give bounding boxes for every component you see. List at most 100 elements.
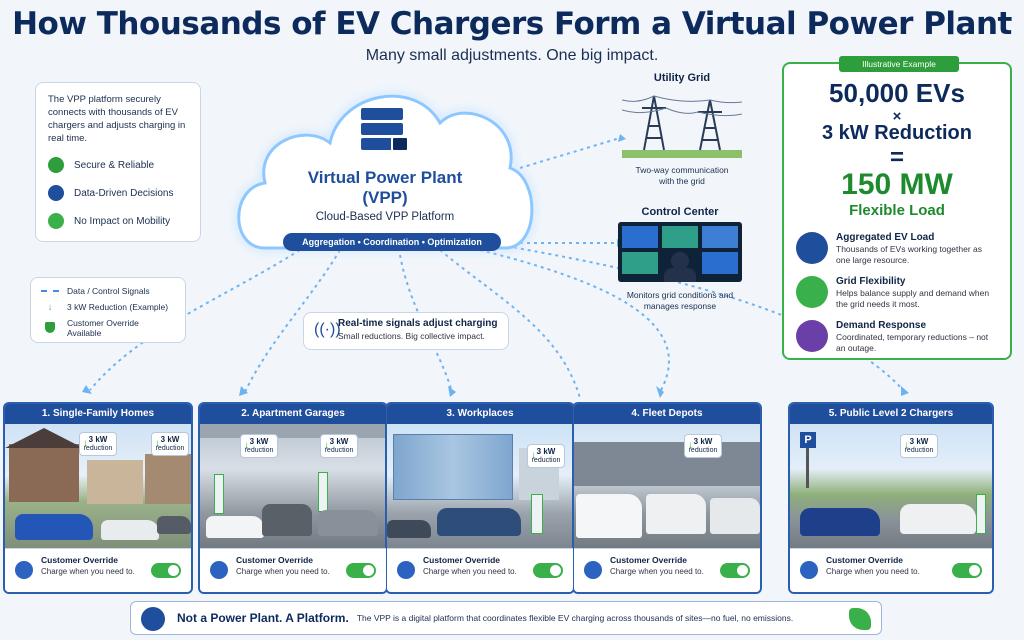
car-icon	[387, 520, 431, 538]
footer-text: The VPP is a digital platform that coord…	[356, 613, 794, 623]
cloud-shape	[237, 94, 534, 250]
feature-data: Data-Driven Decisions	[48, 185, 188, 201]
person-icon	[584, 561, 602, 579]
footer-banner: Not a Power Plant. A Platform. The VPP i…	[130, 601, 882, 635]
server-lock-icon	[357, 108, 411, 158]
override-toggle[interactable]	[346, 563, 376, 578]
example-result: 150 MW	[841, 168, 953, 201]
chart-bars-icon	[48, 185, 64, 201]
cloud-tagline: Aggregation • Coordination • Optimizatio…	[283, 233, 501, 251]
person-icon	[397, 561, 415, 579]
override-toggle[interactable]	[952, 563, 982, 578]
signal-note-title: Real-time signals adjust charging	[338, 318, 498, 329]
signal-line-apartments	[244, 249, 341, 393]
cloud-title: Virtual Power Plant (VPP) Cloud-Based VP…	[265, 168, 505, 223]
override-toggle[interactable]	[151, 563, 181, 578]
person-icon	[800, 561, 818, 579]
customer-override: Customer Override Charge when you need t…	[387, 548, 573, 592]
scene-garage	[200, 424, 386, 552]
scene-depot	[574, 424, 760, 552]
car-icon	[101, 520, 159, 540]
power-tower-icon	[621, 95, 743, 158]
feature-secure: Secure & Reliable	[48, 157, 188, 173]
legend: Data / Control Signals ↓ 3 kW Reduction …	[30, 277, 186, 343]
shield-check-icon	[48, 157, 64, 173]
person-icon	[210, 561, 228, 579]
scene-public: P	[790, 424, 992, 552]
leaf-icon	[849, 608, 871, 630]
page-subtitle: Many small adjustments. One big impact.	[365, 47, 659, 64]
down-arrow-icon: ↓	[83, 438, 88, 449]
example-times: ×	[892, 108, 902, 125]
van-icon	[576, 494, 642, 538]
legend-override: Customer Override Available	[41, 318, 175, 338]
van-icon	[646, 494, 706, 534]
control-center: Control Center Monitors grid conditions …	[615, 206, 745, 312]
leaf-icon	[48, 213, 64, 229]
parking-sign-icon: P	[800, 432, 816, 448]
platform-description: The VPP platform securely connects with …	[48, 94, 186, 144]
customer-override: Customer Override Charge when you need t…	[790, 548, 992, 592]
down-arrow-icon: ↓	[244, 440, 249, 451]
car-icon	[796, 232, 828, 264]
control-title: Control Center	[641, 206, 719, 218]
car-icon	[206, 516, 264, 538]
utility-grid: Utility Grid Two-way communication with …	[621, 72, 743, 187]
down-arrow-icon: ↓	[904, 440, 909, 451]
signal-note-body: Small reductions. Big collective impact.	[338, 331, 485, 341]
example-badge: Illustrative Example	[839, 56, 959, 72]
down-arrow-icon: ↓	[47, 302, 53, 312]
example-reduction: 3 kW Reduction	[821, 122, 972, 144]
shield-check-icon	[41, 321, 59, 335]
signal-antenna-icon: ((·))	[314, 321, 341, 338]
power-cycle-icon	[796, 320, 828, 352]
down-arrow-icon: ↓	[155, 438, 160, 449]
down-arrow-icon: ↓	[688, 440, 693, 451]
signal-note: ((·)) Real-time signals adjust charging …	[303, 312, 509, 350]
car-icon	[262, 504, 312, 536]
utility-caption: Two-way communication with the grid	[635, 165, 729, 186]
customer-override: Customer Override Charge when you need t…	[200, 548, 386, 592]
van-icon	[710, 498, 760, 534]
people-network-icon	[141, 607, 165, 631]
control-caption: Monitors grid conditions and manages res…	[626, 290, 734, 311]
legend-signals: Data / Control Signals	[41, 286, 175, 296]
example-evs: 50,000 EVs	[829, 78, 965, 108]
platform-card: The VPP platform securely connects with …	[35, 82, 201, 242]
page-title: How Thousands of EV Chargers Form a Virt…	[12, 6, 1012, 42]
signal-line-fleet	[439, 249, 581, 399]
feature-mobility: No Impact on Mobility	[48, 213, 188, 229]
car-icon	[15, 514, 93, 540]
dashed-line-icon	[41, 290, 59, 292]
bar-chart-icon	[796, 276, 828, 308]
down-arrow-icon: ↓	[324, 440, 329, 451]
down-arrow-icon: ↓	[531, 450, 536, 461]
cloud-subtitle: Cloud-Based VPP Platform	[315, 211, 455, 223]
override-toggle[interactable]	[720, 563, 750, 578]
monitor-wall-icon	[618, 222, 742, 282]
override-toggle[interactable]	[533, 563, 563, 578]
customer-override: Customer Override Charge when you need t…	[5, 548, 191, 592]
utility-title: Utility Grid	[653, 72, 711, 84]
person-icon	[15, 561, 33, 579]
car-icon	[157, 516, 191, 534]
car-icon	[437, 508, 521, 536]
example-equals: =	[889, 144, 904, 171]
example-result-label: Flexible Load	[849, 202, 945, 219]
car-icon	[800, 508, 880, 536]
